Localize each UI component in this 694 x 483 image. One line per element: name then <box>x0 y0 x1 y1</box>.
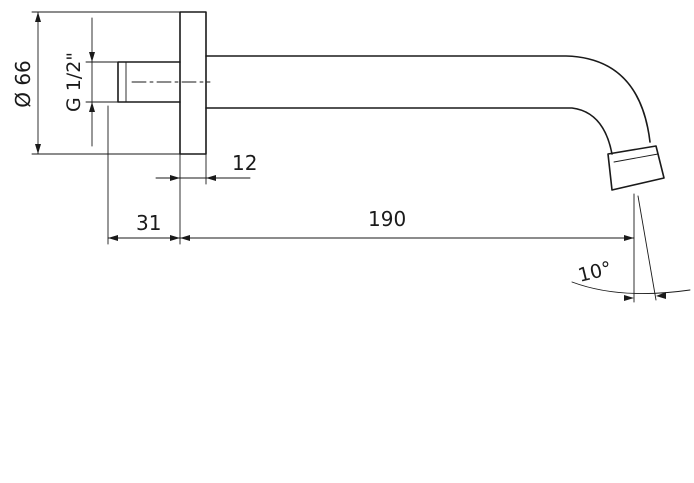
dimension-flange-diameter: Ø 66 <box>11 11 181 155</box>
outlet-angle-label: 10° <box>576 257 614 286</box>
spout-length-label: 190 <box>368 207 406 231</box>
dimension-thread-length: 31 <box>107 105 181 245</box>
spout-pipe-bottom <box>205 107 613 155</box>
dimension-outlet-angle: 10° <box>571 195 691 301</box>
thread-length-label: 31 <box>136 211 161 235</box>
outlet-aerator <box>607 145 665 191</box>
flange-diameter-label: Ø 66 <box>11 60 35 108</box>
thread-size-label: G 1/2" <box>63 52 85 112</box>
flange-thickness-label: 12 <box>232 151 257 175</box>
dimension-thread-size: G 1/2" <box>63 17 119 147</box>
dimension-flange-thickness: 12 <box>155 151 257 245</box>
spout-pipe-top <box>205 55 651 143</box>
wall-flange <box>179 11 207 155</box>
spout-body-outline <box>117 11 665 191</box>
thread-stub <box>117 61 181 103</box>
outlet-aerator-ring <box>613 153 659 163</box>
dimension-spout-length: 190 <box>179 193 635 303</box>
